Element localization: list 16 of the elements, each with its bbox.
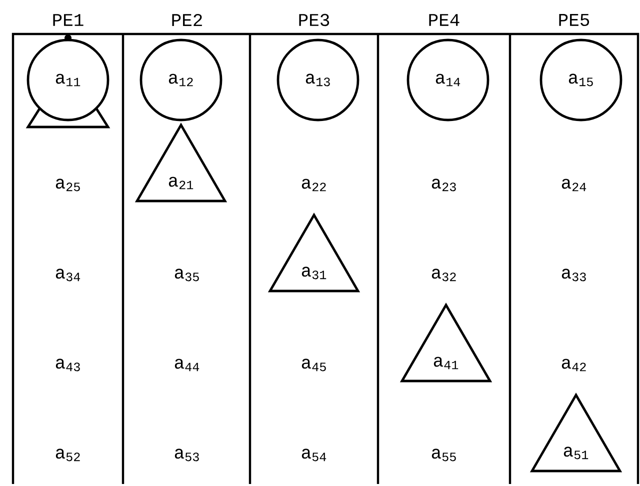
cell-text: a$_{54}$ <box>302 448 326 462</box>
cell-text: a$_{52}$ <box>56 448 80 462</box>
cell-text: a$_{45}$ <box>302 358 326 372</box>
cell-text: a$_{33}$ <box>562 268 586 282</box>
cell-text: a$_{23}$ <box>432 178 456 192</box>
cell-text: a$_{22}$ <box>302 178 326 192</box>
cell-text: a$_{44}$ <box>174 358 200 372</box>
cell-text: a$_{43}$ <box>56 358 80 372</box>
cell-text: a$_{24}$ <box>562 178 586 192</box>
cell-text: a$_{34}$ <box>56 268 80 282</box>
cell-text: a$_{25}$ <box>56 178 80 192</box>
cell-text: a$_{32}$ <box>432 268 456 282</box>
cell-text: a$_{53}$ <box>174 448 199 462</box>
cell-text: a$_{55}$ <box>432 448 456 462</box>
cell-text: a$_{42}$ <box>562 358 586 372</box>
cell-text: a$_{35}$ <box>174 268 199 282</box>
